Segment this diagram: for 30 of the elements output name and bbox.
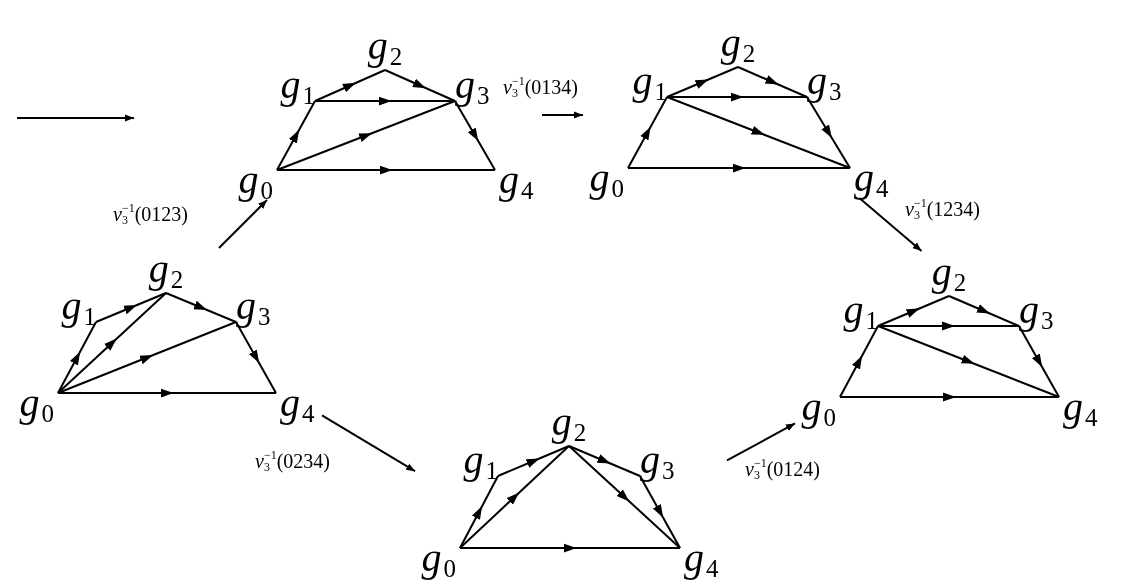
vertex-label: g$_{0}$ [801,387,836,427]
vertex-label: g$_{1}$ [632,61,667,101]
vertex-label: g$_{3}$ [455,65,490,105]
arrow [858,197,923,252]
arrow [726,422,796,462]
vertex-label: g$_{2}$ [931,252,967,292]
vertex-label: g$_{1}$ [61,286,96,326]
vertex-label: g$_{4}$ [684,538,719,578]
vertex-label: g$_{4}$ [499,160,534,200]
vertex-label: g$_{2}$ [551,402,587,442]
vertex-label: g$_{3}$ [640,440,675,480]
vertex-label: g$_{2}$ [720,23,756,63]
vertex-label: g$_{3}$ [1019,290,1054,330]
vertex-label: g$_{3}$ [236,286,271,326]
vertex-label: g$_{3}$ [807,61,842,101]
vertex-label: g$_{2}$ [367,26,403,66]
vertex-label: g$_{4}$ [1063,387,1098,427]
arrow [218,199,268,249]
vertex-label: g$_{2}$ [148,249,184,289]
vertex-label: g$_{0}$ [238,160,273,200]
vertex-label: g$_{0}$ [19,383,54,423]
vertex-label: g$_{4}$ [280,383,315,423]
arrow [541,111,584,119]
vertex-label: g$_{0}$ [589,158,624,198]
vertex-label: g$_{4}$ [854,158,889,198]
vertex-label: g$_{1}$ [280,65,315,105]
vertex-label: g$_{0}$ [421,538,456,578]
vertex-label: g$_{1}$ [463,440,498,480]
arrow [321,414,416,473]
vertex-label: g$_{1}$ [843,290,878,330]
